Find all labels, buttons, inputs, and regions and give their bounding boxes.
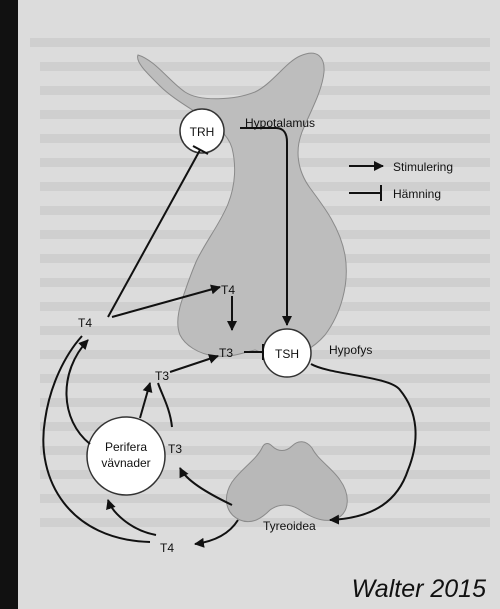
vavnader-label: vävnader [101,456,150,470]
t3-upper-label: T3 [219,346,233,360]
t3-mid-label: T3 [155,369,169,383]
t4-upper-label: T4 [221,283,235,297]
hypotalamus-label: Hypotalamus [245,116,315,130]
legend-stimulation-label: Stimulering [393,160,453,174]
t4-left-label: T4 [78,316,92,330]
page-edge-shadow [0,0,18,609]
legend-inhibition-label: Hämning [393,187,441,201]
trh-label: TRH [190,125,215,139]
t3-lower-label: T3 [168,442,182,456]
credit-label: Walter 2015 [352,575,486,603]
tyreoidea-label: Tyreoidea [263,519,316,533]
t4-bottom-label: T4 [160,541,174,555]
perifera-label: Perifera [105,440,147,454]
tsh-label: TSH [275,347,299,361]
hypofys-label: Hypofys [329,343,372,357]
